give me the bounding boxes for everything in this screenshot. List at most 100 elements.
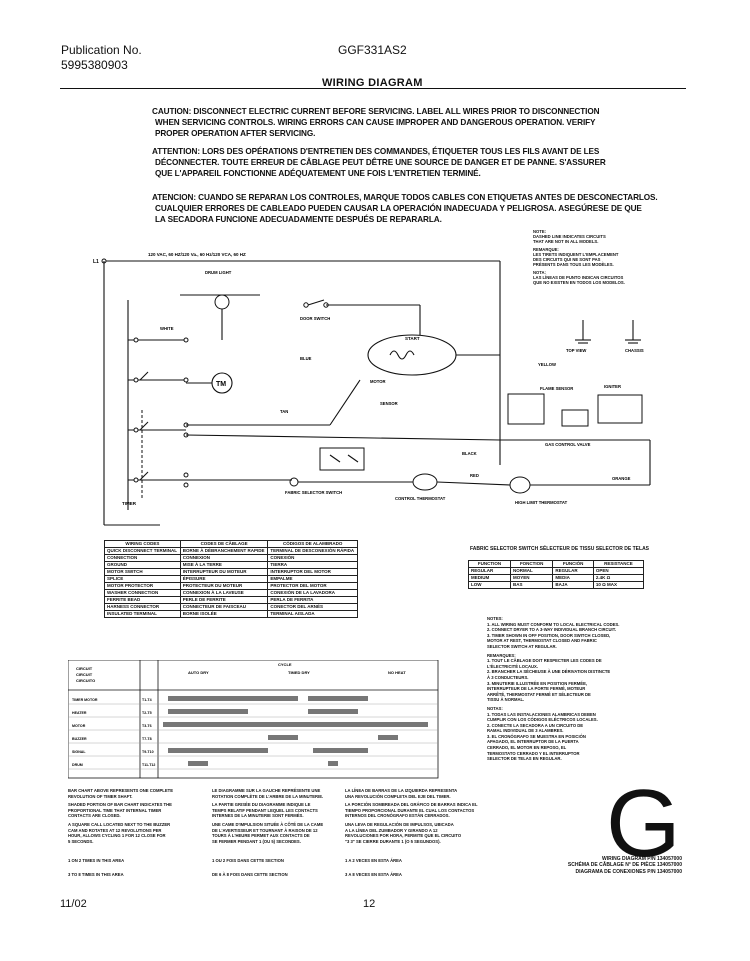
bar-segment xyxy=(308,709,358,714)
bar-chart-notes-french: LE DIAGRAMME SUR LA GAUCHE REPRÉSENTE UN… xyxy=(212,788,324,877)
sensor-label: SENSOR xyxy=(380,401,398,406)
svg-text:AUTO DRY: AUTO DRY xyxy=(188,670,209,675)
svg-text:CIRCUITO: CIRCUITO xyxy=(76,678,95,683)
page-title: WIRING DIAGRAM xyxy=(322,77,423,89)
high-limit-label: HIGH LIMIT THERMOSTAT xyxy=(515,500,568,505)
gas-valve-coil-1 xyxy=(507,393,545,425)
bar-row-label: TIMER MOTOR xyxy=(72,698,98,702)
drum-light-label: DRUM LIGHT xyxy=(205,270,232,275)
publication-label: Publication No. xyxy=(61,43,142,57)
timer-bar-chart: CIRCUIT CIRCUIT CIRCUITO CYCLE AUTO DRY … xyxy=(68,660,439,779)
bar-row-label: BUZZER xyxy=(72,737,87,741)
wire-label-white: WHITE xyxy=(160,326,174,331)
igniter-block xyxy=(597,394,643,424)
bar-row-code: T1-T4 xyxy=(142,698,152,702)
wire-label-blue: BLUE xyxy=(300,356,312,361)
dashed-line-note: NOTE: DASHED LINE INDICATES CIRCUITS THA… xyxy=(533,229,625,285)
buzzer-block xyxy=(319,447,365,471)
table-header: WIRING CODES xyxy=(104,540,181,548)
bar-row-code: T9-T10 xyxy=(142,750,154,754)
svg-text:CIRCUIT: CIRCUIT xyxy=(76,666,93,671)
bar-row-label: MOTOR xyxy=(72,724,86,728)
fabric-table-title: FABRIC SELECTOR SWITCH SÉLECTEUR DE TISS… xyxy=(470,546,650,552)
bar-segment xyxy=(168,748,268,753)
chassis-label: CHASSIS xyxy=(625,348,644,353)
bar-row-code: T11-T12 xyxy=(142,763,155,767)
table-header: CODES DE CÂBLAGE xyxy=(179,540,269,548)
bar-segment xyxy=(163,722,428,727)
motor-label: MOTOR xyxy=(370,379,386,384)
svg-text:NO HEAT: NO HEAT xyxy=(388,670,406,675)
fabric-selector-label: FABRIC SELECTOR SWITCH xyxy=(285,490,342,495)
warning-line: QUE L'APPAREIL FONCTIONNE ADÉQUATEMENT U… xyxy=(155,169,481,178)
wire-label-black: BLACK xyxy=(462,451,477,456)
bar-segment xyxy=(268,735,298,740)
warning-line: CAUTION: DISCONNECT ELECTRIC CURRENT BEF… xyxy=(152,107,600,116)
top-view-label: TOP VIEW xyxy=(566,348,586,353)
wire-label-orange: ORANGE xyxy=(612,476,631,481)
warning-line: DÉCONNECTER. TOUTE ERREUR DE CÂBLAGE PEU… xyxy=(155,158,606,167)
table-header: CÓDIGOS DE ALAMBRADO xyxy=(267,540,358,548)
bar-segment xyxy=(188,761,208,766)
gas-valve-coil-2 xyxy=(561,409,589,427)
bar-segment xyxy=(168,709,248,714)
diagram-part-number: WIRING DIAGRAM P/N 134057000 SCHÉMA DE C… xyxy=(567,856,682,875)
start-label: START xyxy=(405,336,420,341)
bar-row-label: DRUM xyxy=(72,763,83,767)
svg-text:CIRCUIT: CIRCUIT xyxy=(76,672,93,677)
door-switch-label: DOOR SWITCH xyxy=(300,316,330,321)
wiring-codes-table: WIRING CODES CODES DE CÂBLAGE CÓDIGOS DE… xyxy=(104,540,358,618)
page-number: 12 xyxy=(363,898,376,910)
bar-row-code: T7-T8 xyxy=(142,737,152,741)
control-thermostat-label: CONTROL THERMOSTAT xyxy=(395,496,446,501)
bar-row-label: SIGNAL xyxy=(72,750,86,754)
bar-segment xyxy=(378,735,398,740)
header-rule xyxy=(60,88,686,89)
installation-notes: NOTES:1. ALL WIRING MUST CONFORM TO LOCA… xyxy=(487,616,620,762)
wire-label-yellow: YELLOW xyxy=(538,362,556,367)
publication-number: 5995380903 xyxy=(61,58,128,72)
svg-text:L1: L1 xyxy=(93,259,99,265)
timer-label: TIMER xyxy=(122,501,137,506)
warning-english: CAUTION: DISCONNECT ELECTRIC CURRENT BEF… xyxy=(152,106,600,139)
control-thermostat xyxy=(412,473,438,491)
wire-label-tan: TAN xyxy=(280,409,288,414)
door-switch xyxy=(303,299,329,308)
bar-segment xyxy=(168,696,298,701)
warning-spanish: ATENCION: CUANDO SE REPARAN LOS CONTROLE… xyxy=(152,192,658,225)
warning-line: CUALQUIER ERRORES DE CABLEADO PUEDEN CAU… xyxy=(155,204,642,213)
timer-contacts xyxy=(128,337,189,488)
warning-french: ATTENTION: LORS DES OPÉRATIONS D'ENTRETI… xyxy=(152,146,606,179)
svg-text:TIMED DRY: TIMED DRY xyxy=(288,670,310,675)
igniter-label: IGNITER xyxy=(604,384,621,389)
bar-chart-notes-spanish: LA LÍNEA DE BARRAS DE LA IZQUIERDA REPRE… xyxy=(345,788,478,877)
table-header-row: WIRING CODES CODES DE CÂBLAGE CÓDIGOS DE… xyxy=(104,540,358,548)
warning-line: ATTENTION: LORS DES OPÉRATIONS D'ENTRETI… xyxy=(152,147,600,156)
model-group-letter: G xyxy=(606,770,681,877)
warning-line: LA SECADORA FUNCIONE ADECUADAMENTE DESPU… xyxy=(155,215,442,224)
bar-row-code: T3-T6 xyxy=(142,724,152,728)
bar-segment xyxy=(308,696,368,701)
svg-text:CYCLE: CYCLE xyxy=(278,662,292,667)
timer-motor-label: TM xyxy=(216,381,226,388)
drive-motor xyxy=(367,334,457,376)
bar-row-code: T2-T5 xyxy=(142,711,152,715)
bar-segment xyxy=(313,748,368,753)
motor-winding xyxy=(389,350,415,360)
warning-line: WHEN SERVICING CONTROLS. WIRING ERRORS C… xyxy=(155,118,596,127)
